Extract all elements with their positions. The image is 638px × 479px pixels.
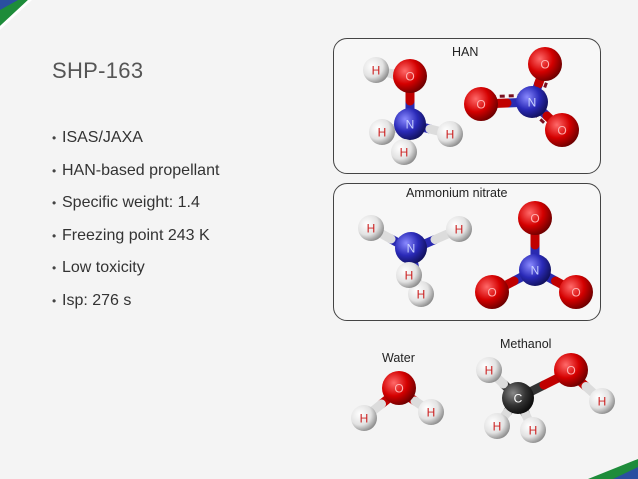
an-oxygen-atom — [475, 275, 509, 309]
an-oxygen-atom-label: O — [487, 286, 496, 300]
corner-decoration-top-left — [0, 0, 32, 30]
an-oxygen-atom — [559, 275, 593, 309]
han-hydrogen-atom — [391, 139, 417, 165]
bullet-text: Freezing point 243 K — [62, 226, 210, 244]
han-hydrogen-atom-label: H — [372, 64, 381, 78]
methanol-carbon-atom-label: C — [514, 392, 523, 406]
han-nitrogen-atom-label: N — [406, 118, 415, 132]
an-oxygen-atom-label: O — [571, 286, 580, 300]
han-oxygen-atom — [528, 47, 562, 81]
water-hydrogen-atom-label: H — [360, 412, 369, 426]
an-hydrogen-atom — [446, 216, 472, 242]
methanol-label: Methanol — [500, 337, 552, 351]
an-hydrogen-atom-label: H — [405, 269, 414, 283]
han-oxygen-atom — [393, 59, 427, 93]
partial-double-bond — [526, 106, 559, 137]
han-label: HAN — [452, 45, 479, 59]
methanol-hydrogen-atom — [589, 388, 615, 414]
methanol-hydrogen-atom — [484, 413, 510, 439]
methanol-oxygen-atom — [554, 353, 588, 387]
an-nitrogen-atom-label: N — [407, 242, 416, 256]
han-hydrogen-atom — [369, 119, 395, 145]
han-hydrogen-atom — [437, 121, 463, 147]
han-nitrogen-atom — [516, 86, 548, 118]
bullet-list: • ISAS/JAXA • HAN-based propellant • Specif… — [52, 124, 219, 319]
han-hydrogen-atom-label: H — [446, 128, 455, 142]
an-nitrogen-atom — [519, 254, 551, 286]
bullet-item: • Low toxicity — [52, 254, 219, 287]
methanol-hydrogen-atom-label: H — [598, 395, 607, 409]
han-oxygen-atom-label: O — [405, 70, 414, 84]
han-oxygen-atom — [464, 87, 498, 121]
bullet-item: • Isp: 276 s — [52, 287, 219, 320]
bullet-dot-icon: • — [52, 228, 57, 243]
water-oxygen-atom — [382, 371, 416, 405]
han-nitrogen-atom-label: N — [528, 96, 537, 110]
bullet-text: Specific weight: 1.4 — [62, 194, 200, 211]
an-hydrogen-atom — [358, 215, 384, 241]
methanol-hydrogen-atom-label: H — [485, 364, 494, 378]
water-hydrogen-atom — [418, 399, 444, 425]
corner-decoration-bottom-right — [588, 459, 638, 479]
han-oxygen-atom-label: O — [476, 98, 485, 112]
bullet-item: • Specific weight: 1.4 — [52, 189, 219, 222]
han-hydrogen-atom — [363, 57, 389, 83]
an-hydrogen-atom-label: H — [417, 288, 426, 302]
methanol-carbon-atom — [502, 382, 534, 414]
bullet-text: HAN-based propellant — [62, 161, 220, 179]
water-hydrogen-atom-label: H — [427, 406, 436, 420]
an-oxygen-atom-label: O — [530, 212, 539, 226]
han-hydrogen-atom-label: H — [378, 126, 387, 140]
methanol-hydrogen-atom-label: H — [529, 424, 538, 438]
an-hydrogen-atom-label: H — [367, 222, 376, 236]
han-hydrogen-atom-label: H — [400, 146, 409, 160]
bullet-dot-icon: • — [52, 131, 57, 145]
an-hydrogen-atom — [408, 281, 434, 307]
han-oxygen-atom-label: O — [557, 124, 566, 138]
ammonium-nitrate-label: Ammonium nitrate — [406, 186, 508, 200]
han-nitrogen-atom — [394, 108, 426, 140]
water-oxygen-atom-label: O — [394, 382, 403, 396]
methanol-hydrogen-atom — [520, 417, 546, 443]
bullet-text: ISAS/JAXA — [62, 129, 143, 146]
bullet-dot-icon: • — [52, 163, 57, 178]
an-oxygen-atom — [518, 201, 552, 235]
methanol-hydrogen-atom-label: H — [493, 420, 502, 434]
an-nitrogen-atom-label: N — [531, 264, 540, 278]
han-oxygen-atom-label: O — [540, 58, 549, 72]
han-oxygen-atom — [545, 113, 579, 147]
methanol-oxygen-atom-label: O — [566, 364, 575, 378]
an-nitrogen-atom — [395, 232, 427, 264]
an-hydrogen-atom — [396, 262, 422, 288]
bullet-dot-icon: • — [52, 261, 57, 275]
ammonium-nitrate-panel — [333, 183, 601, 321]
bullet-text: Isp: 276 s — [62, 291, 132, 309]
bullet-item: • Freezing point 243 K — [52, 222, 219, 255]
methanol-hydrogen-atom — [476, 357, 502, 383]
slide-title: SHP-163 — [52, 58, 144, 83]
water-hydrogen-atom — [351, 405, 377, 431]
bullet-text: Low toxicity — [62, 259, 145, 276]
bullet-item: • ISAS/JAXA — [52, 124, 219, 157]
water-label: Water — [382, 351, 415, 365]
an-hydrogen-atom-label: H — [455, 223, 464, 237]
bullet-dot-icon: • — [52, 196, 57, 210]
bullet-dot-icon: • — [52, 293, 57, 308]
bullet-item: • HAN-based propellant — [52, 157, 219, 190]
